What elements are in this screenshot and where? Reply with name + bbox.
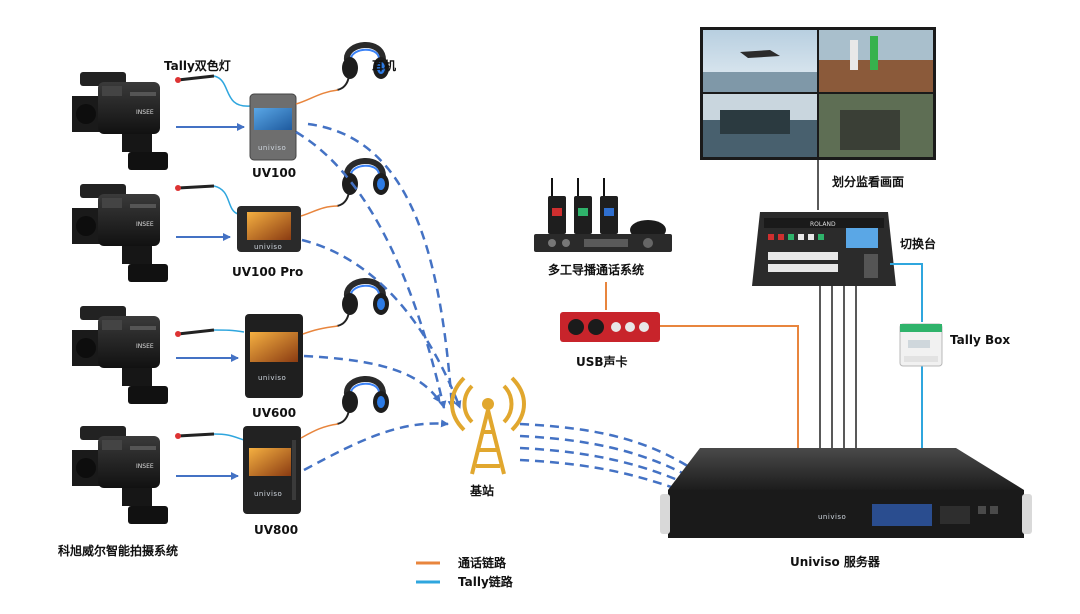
- intercom-system-device: [534, 178, 672, 252]
- device-uv100: univiso: [249, 93, 297, 161]
- switcher-device: ROLAND: [752, 212, 896, 286]
- base-station-icon: [450, 376, 526, 475]
- device-uv800: univiso: [243, 426, 301, 514]
- headphone-3: [337, 281, 389, 326]
- uv100-label: UV100: [252, 166, 296, 180]
- switcher-label: 切换台: [900, 236, 936, 251]
- device-uv100-pro: univiso: [237, 206, 301, 252]
- intercom-link-2: [300, 205, 339, 217]
- usb-sound-card-label: USB声卡: [576, 354, 628, 369]
- tally-light-label: Tally双色灯: [164, 58, 231, 73]
- tally-light-1: [175, 74, 251, 107]
- server-label: Univiso 服务器: [790, 554, 881, 569]
- server-device: univiso: [660, 448, 1032, 538]
- svg-text:univiso: univiso: [254, 490, 282, 498]
- tally-box-device: [899, 323, 943, 367]
- switcher-to-server-wires: [819, 286, 857, 450]
- intercom-system-label: 多工导播通话系统: [548, 262, 644, 277]
- svg-text:univiso: univiso: [254, 243, 282, 251]
- legend: 通话链路 Tally链路: [416, 555, 514, 589]
- base-to-server-links: [519, 422, 701, 494]
- usb-sound-card-device: [560, 312, 660, 342]
- tally-box-label: Tally Box: [950, 333, 1010, 347]
- camera-3: [72, 306, 168, 404]
- split-monitor-label: 划分监看画面: [832, 174, 904, 189]
- svg-text:univiso: univiso: [258, 144, 286, 152]
- tally-light-4: [175, 432, 245, 441]
- usb-to-server-link: [660, 325, 799, 448]
- earphone-label: 耳机: [372, 58, 396, 73]
- tally-light-2: [175, 184, 239, 215]
- intercom-link-3: [302, 325, 339, 335]
- camera-1: [72, 72, 168, 170]
- uv600-label: UV600: [252, 406, 296, 420]
- split-monitor-screen: [700, 27, 936, 160]
- intercom-link-1: [295, 89, 339, 105]
- svg-text:univiso: univiso: [258, 374, 286, 382]
- tally-light-3: [175, 328, 245, 337]
- wireless-links: [295, 122, 462, 472]
- headphone-4: [337, 379, 389, 424]
- legend-label-tally: Tally链路: [458, 574, 514, 589]
- svg-text:univiso: univiso: [818, 513, 846, 521]
- uv800-label: UV800: [254, 523, 298, 537]
- camera-system-label: 科旭威尔智能拍摄系统: [58, 543, 178, 558]
- base-station-label: 基站: [469, 483, 494, 498]
- legend-label-intercom: 通话链路: [458, 555, 507, 570]
- uv100-pro-label: UV100 Pro: [232, 265, 303, 279]
- device-uv600: univiso: [245, 314, 303, 398]
- svg-text:ROLAND: ROLAND: [810, 221, 836, 228]
- intercom-link-4: [300, 423, 339, 439]
- camera-2: [72, 184, 168, 282]
- camera-4: [72, 426, 168, 524]
- switcher-to-tallybox-link: [890, 263, 923, 322]
